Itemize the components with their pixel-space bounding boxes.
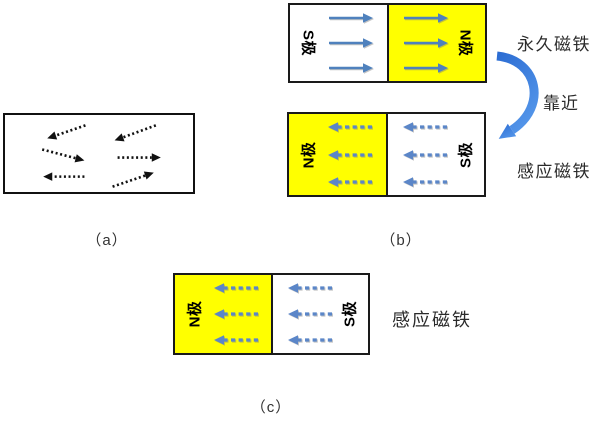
field-arrows-right: [403, 12, 449, 74]
field-arrows-left: [402, 121, 448, 188]
pole-label-n: N极: [186, 300, 204, 328]
induced-magnet-s-half: S极: [270, 275, 368, 353]
pole-label-s: S极: [341, 300, 359, 328]
induced-magnet-label: 感应磁铁: [517, 162, 591, 181]
induced-magnet-s-half: S极: [385, 114, 484, 195]
figure-c-caption: （c）: [250, 399, 292, 416]
permanent-magnet: S极 N极: [288, 3, 487, 83]
induced-magnet-c: N极 S极: [173, 273, 370, 355]
pole-label-n: N极: [456, 29, 474, 57]
random-domain-arrows-icon: [41, 124, 161, 188]
figure-a-domain-box: [3, 113, 195, 194]
field-arrows-left: [213, 282, 259, 346]
permanent-magnet-n-half: N极: [386, 5, 485, 81]
figure-a-caption: （a）: [86, 232, 128, 249]
permanent-magnet-label: 永久磁铁: [517, 35, 591, 54]
induced-magnet-n-half: N极: [289, 114, 386, 195]
induced-magnet-b: N极 S极: [287, 112, 486, 197]
field-arrows-right: [328, 12, 374, 74]
permanent-magnet-s-half: S极: [290, 5, 387, 81]
pole-label-n: N极: [300, 141, 318, 168]
approach-curved-arrow-icon: [496, 51, 539, 139]
approach-label: 靠近: [543, 94, 579, 113]
field-arrows-left: [327, 121, 373, 188]
induced-magnet-label: 感应磁铁: [392, 310, 472, 330]
induced-magnet-n-half: N极: [175, 275, 271, 353]
field-arrows-left: [287, 282, 333, 346]
pole-label-s: S极: [299, 29, 317, 57]
figure-b-caption: （b）: [380, 232, 422, 249]
pole-label-s: S极: [457, 141, 475, 168]
